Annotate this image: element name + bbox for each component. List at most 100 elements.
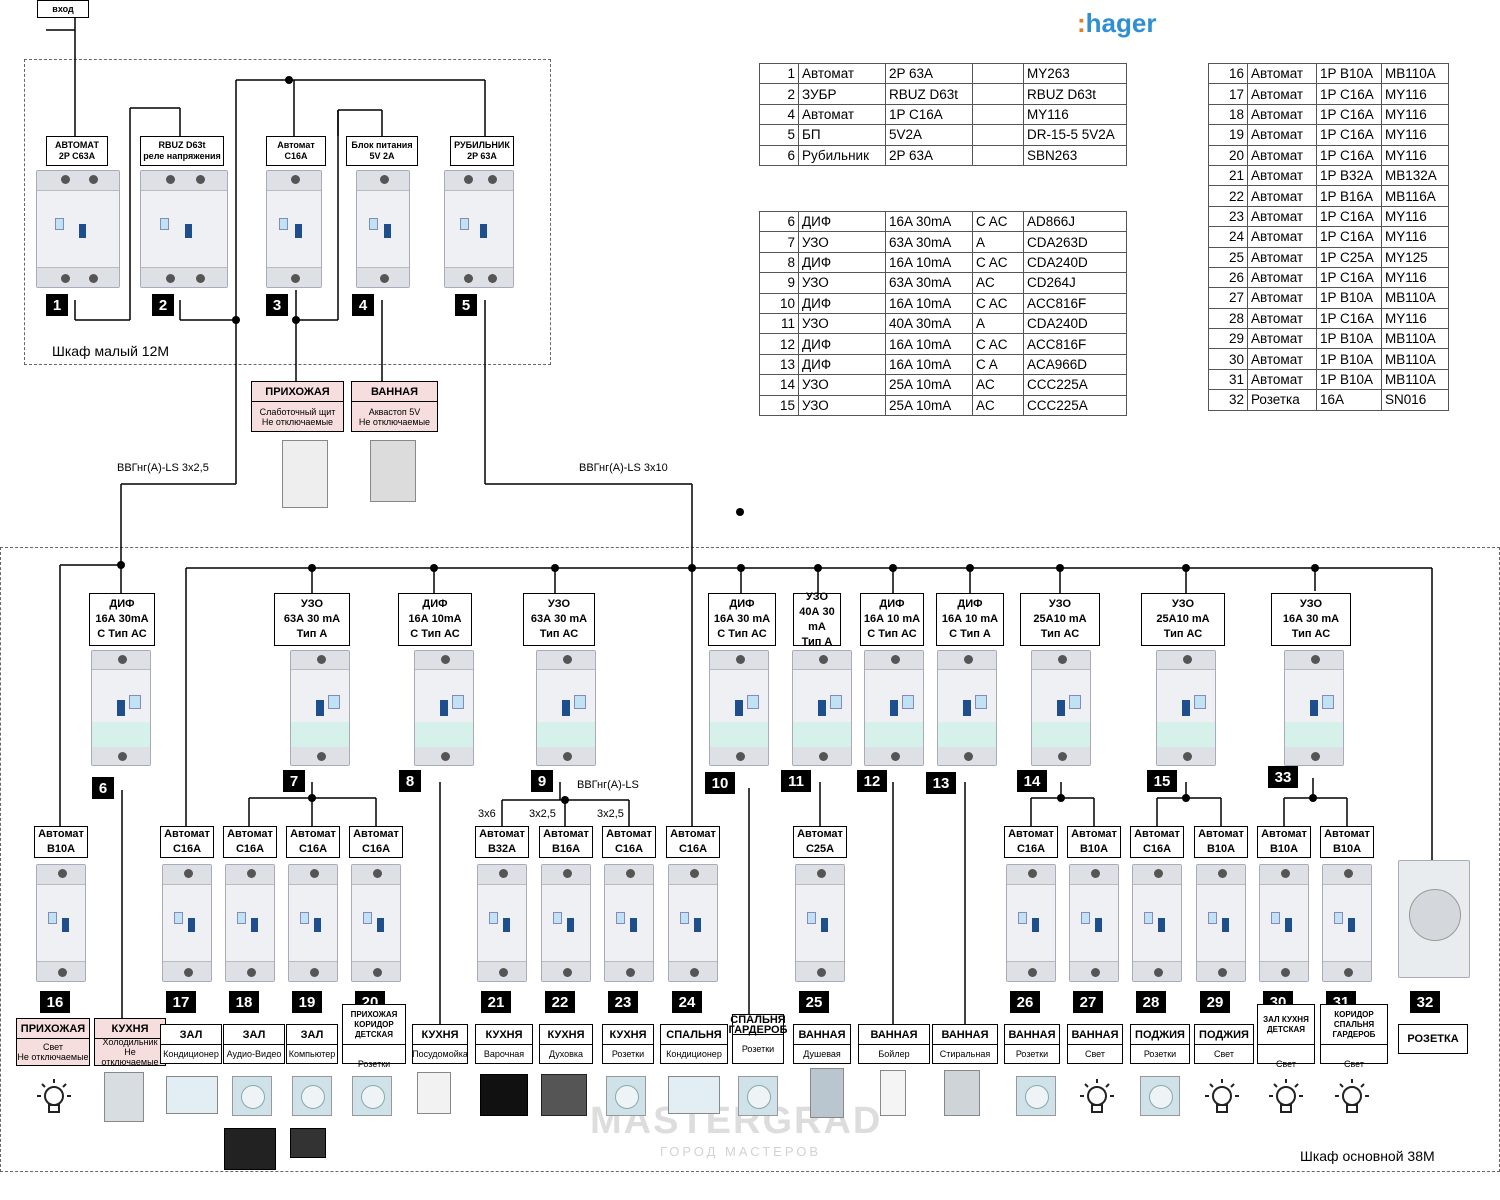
room-5-sub: Розетки [343, 1045, 405, 1083]
breaker-device-28 [1132, 864, 1182, 982]
rcd-device-6-lever [117, 699, 126, 716]
breaker-device-29-screw [1218, 968, 1227, 977]
room-18-sub: Свет [1195, 1045, 1253, 1063]
hager-logo: :hager [1077, 8, 1157, 38]
breaker-device-29-lever [1222, 918, 1229, 933]
rcd-device-11-lever [818, 699, 827, 716]
table-cell: MY116 [1023, 103, 1127, 126]
small-device-2-screw [166, 274, 176, 283]
small-room-1-sub-line: Аквастоп 5V [368, 406, 421, 417]
table-cell: MY116 [1381, 144, 1449, 166]
breaker-num-27: 27 [1073, 991, 1103, 1013]
breaker-device-31-window [1334, 912, 1343, 925]
light-bulb-icon [1269, 1079, 1303, 1113]
table-cell: 2P 63A [885, 144, 973, 166]
wire-junction [1056, 564, 1064, 572]
room-9-title: КУХНЯ [603, 1025, 653, 1045]
table-cell: Автомат [1247, 266, 1317, 289]
breaker-device-26-window [1018, 912, 1027, 925]
water-heater-icon [880, 1070, 906, 1116]
table-cell: 1P B10A [1316, 368, 1382, 391]
table-cell: Автомат [1247, 368, 1317, 391]
small-room-0-title: ПРИХОЖАЯ [252, 382, 343, 402]
small-device-3 [266, 170, 322, 288]
room-17-title: ПОДЖИЯ [1131, 1025, 1189, 1045]
room-6-sub: Посудомойка [412, 1045, 468, 1063]
rcd-label-33-line: 16А 30 mA [1282, 613, 1340, 625]
small-device-2 [140, 170, 228, 288]
small-device-1-top [37, 171, 119, 191]
table-cell: 6 [759, 210, 799, 233]
cable-label-g9a: 3х6 [478, 808, 496, 820]
table-cell: MY116 [1381, 124, 1449, 146]
room-10-sub-line: Кондиционер [666, 1049, 722, 1059]
table-cell: MY116 [1381, 307, 1449, 330]
rcd-device-15-screw [1183, 752, 1192, 761]
breaker-label-17-line: Автомат [164, 828, 210, 840]
small-device-2-window [160, 218, 170, 231]
rcd-device-7-lever [316, 699, 325, 716]
breaker-device-17-lever [188, 918, 195, 933]
table-cell: 16 [1208, 62, 1248, 85]
table-cell: Автомат [1247, 205, 1317, 228]
wire-junction [889, 564, 897, 572]
rcd-device-7-body [291, 721, 349, 747]
breaker-label-24-line: Автомат [670, 828, 716, 840]
rcd-device-13-screw [964, 752, 973, 761]
rcd-label-13-line: 16А 10 mA [941, 613, 999, 625]
small-num-2: 2 [152, 294, 174, 316]
breaker-label-19-line: Автомат [290, 828, 336, 840]
breaker-num-25: 25 [799, 991, 829, 1013]
table-cell: 1P C16A [1316, 205, 1382, 228]
breaker-num-32: 32 [1410, 991, 1440, 1013]
rcd-device-33-body [1285, 721, 1343, 747]
rcd-device-15 [1156, 650, 1216, 766]
room-2-sub-line: Кондиционер [163, 1049, 219, 1059]
table-cell: ЗУБР [798, 83, 886, 105]
breaker-label-27-line: Автомат [1071, 828, 1117, 840]
table-cell: 16A 10mA [885, 353, 973, 376]
breaker-device-23-window [616, 912, 625, 925]
rcd-label-7-line: УЗО [300, 598, 324, 610]
cable-label-group9: ВВГнг(А)-LS [577, 779, 639, 791]
room-9-sub-line: Розетки [611, 1049, 645, 1059]
table-cell: MB110A [1381, 287, 1449, 309]
small-device-1-screw [61, 274, 70, 283]
wire-junction [285, 76, 293, 84]
table-cell: 16A 10mA [885, 251, 973, 274]
outlet-icon [1140, 1076, 1180, 1116]
breaker-label-30-line: B10A [1269, 843, 1299, 855]
breaker-num-22: 22 [545, 991, 575, 1013]
wire-junction [561, 796, 569, 804]
wire-junction [430, 564, 438, 572]
room-3-sub: Аудио-Видео [224, 1045, 284, 1063]
table-cell: Автомат [798, 103, 886, 126]
rcd-device-11 [792, 650, 852, 766]
table-cell: MY263 [1023, 62, 1127, 85]
outlet-icon [1016, 1076, 1056, 1116]
breaker-device-16-lever [62, 918, 69, 933]
breaker-device-16-screw [58, 869, 67, 878]
rcd-num-8: 8 [399, 770, 421, 792]
small-device-4-window [368, 218, 378, 231]
breaker-num-29: 29 [1200, 991, 1230, 1013]
rcd-label-9-line: УЗО [547, 598, 571, 610]
small-num-1: 1 [46, 294, 68, 316]
rcd-device-9-lever [562, 699, 571, 716]
rcd-device-13-body [938, 721, 996, 747]
small-label-5-line: РУБИЛЬНИК [454, 140, 510, 150]
rcd-label-13-line: С Тип А [949, 628, 991, 640]
rcd-device-12-lever [890, 699, 899, 716]
